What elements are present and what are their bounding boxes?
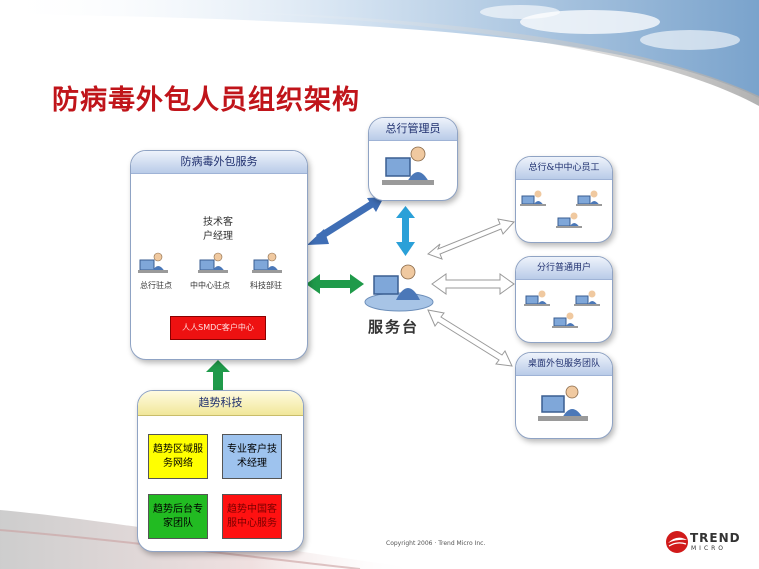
trend-micro-logo	[666, 531, 688, 553]
hq-admin-header: 总行管理员	[369, 118, 457, 141]
arrow-outsource-admin	[307, 197, 384, 245]
admin-person-icon	[382, 146, 434, 185]
header-decoration	[0, 0, 759, 106]
tile-china-service-center: 趋势中国客服中心服务	[222, 494, 282, 539]
arrow-service-desktop-team	[427, 309, 513, 367]
customer-center-bar: 人人SMDC客户中心	[170, 316, 266, 340]
arrow-service-branch	[431, 273, 515, 295]
person-icon-center-onsite	[198, 252, 228, 273]
desktop-team-person-icon	[538, 385, 588, 421]
arrow-outsource-service	[306, 274, 364, 294]
branch-users-persons-icon	[524, 290, 600, 328]
logo-text: TREND	[690, 531, 741, 545]
tile-regional-service: 趋势区域服务网络	[148, 434, 208, 479]
tile-backend-experts: 趋势后台专家团队	[148, 494, 208, 539]
branch-users-header: 分行普通用户	[516, 257, 612, 280]
person-icon-hq-onsite	[138, 252, 168, 273]
page-title: 防病毒外包人员组织架构	[52, 85, 360, 116]
logo-subtext: MICRO	[691, 545, 727, 552]
tech-manager-label: 技术客户经理	[203, 217, 233, 242]
outsource-service-header: 防病毒外包服务	[131, 151, 307, 174]
arrow-service-headquarters	[427, 218, 515, 260]
service-desk-icon	[364, 264, 434, 312]
branch-users-box: 分行普通用户	[515, 256, 613, 343]
hq-staff-persons-icon	[520, 190, 602, 228]
person-icon-tech-dept	[252, 252, 282, 273]
arrow-admin-service	[396, 206, 415, 256]
person-label-hq-onsite: 总行驻点	[140, 281, 172, 290]
copyright-text: Copyright 2006 · Trend Micro Inc.	[386, 540, 486, 547]
desktop-team-header: 桌面外包服务团队	[516, 353, 612, 376]
tile-customer-manager: 专业客户技术经理	[222, 434, 282, 479]
hq-staff-header: 总行&中中心员工	[516, 157, 612, 180]
trend-micro-header: 趋势科技	[138, 391, 303, 416]
service-desk-label: 服务台	[368, 318, 420, 336]
person-label-tech-dept: 科技部驻	[250, 281, 282, 290]
person-label-center-onsite: 中中心驻点	[190, 281, 230, 290]
